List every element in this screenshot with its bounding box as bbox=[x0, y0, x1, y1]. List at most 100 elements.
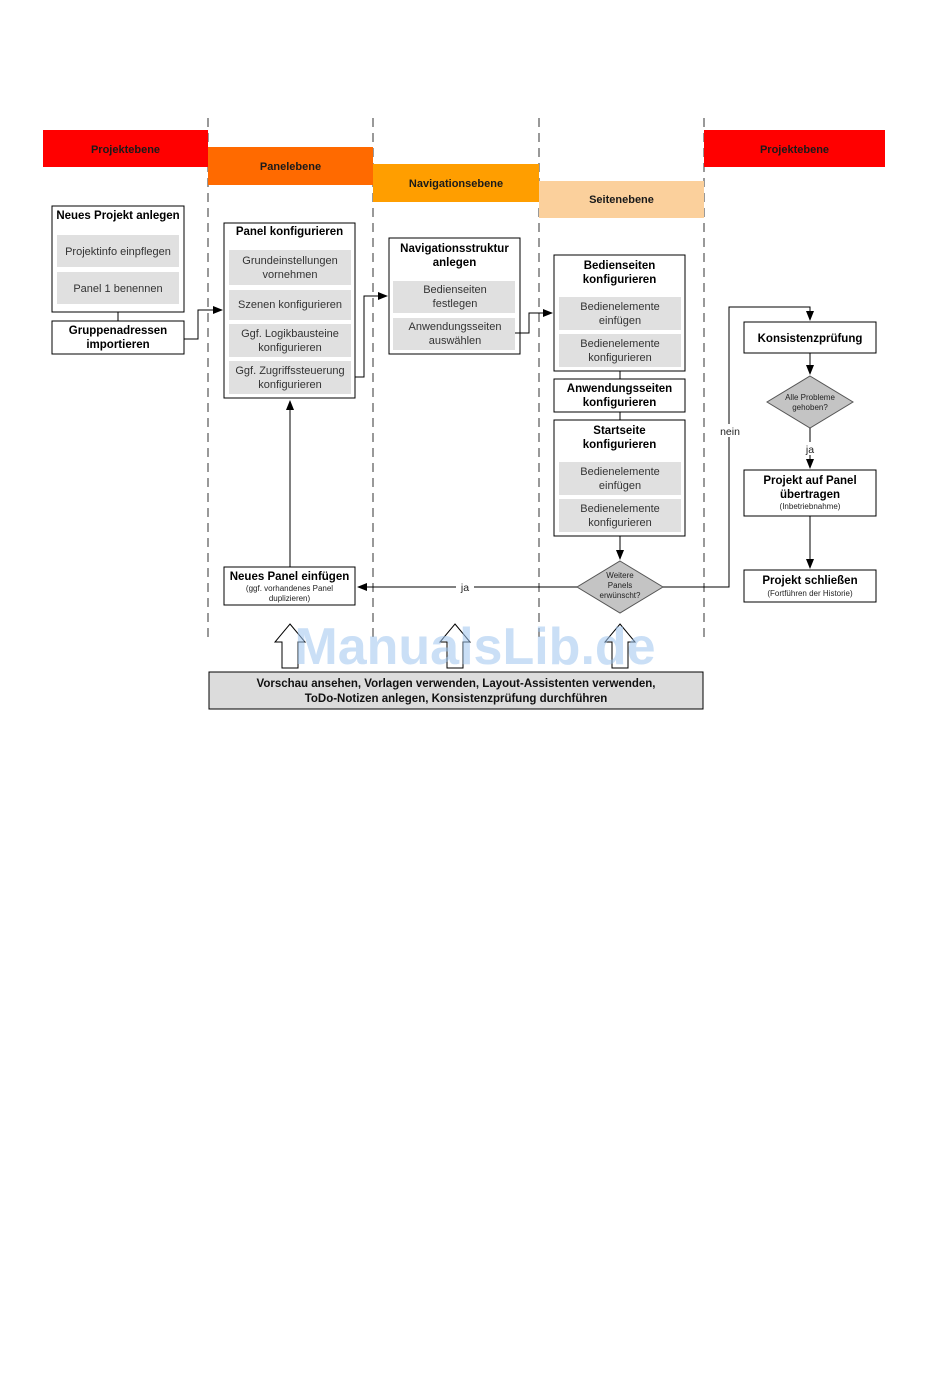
subtask-box bbox=[229, 324, 351, 357]
subtask-label: Grundeinstellungen bbox=[242, 255, 337, 267]
box-note: duplizieren) bbox=[269, 594, 311, 603]
subtask-label: auswählen bbox=[429, 335, 482, 347]
subtask-label: Projektinfo einpflegen bbox=[65, 246, 171, 258]
box-title-line: Anwendungsseiten bbox=[567, 383, 672, 395]
box-title-line: Bedienseiten bbox=[584, 260, 656, 272]
lane-header-label: Navigationsebene bbox=[409, 178, 503, 190]
subtask-label: Bedienseiten bbox=[423, 284, 487, 296]
bottom-bar-line: ToDo-Notizen anlegen, Konsistenzprüfung … bbox=[305, 693, 608, 705]
box-navigationsstruktur: Navigationsstruktur anlegen Bedienseiten… bbox=[388, 237, 521, 355]
up-arrow-icon bbox=[438, 623, 472, 669]
box-title: Neues Projekt anlegen bbox=[56, 210, 179, 222]
decision-label: Alle Probleme bbox=[785, 393, 835, 402]
connector-arrow bbox=[184, 306, 223, 340]
lane-header-bar bbox=[704, 130, 885, 167]
lane-header-panel: Panelebene bbox=[208, 147, 373, 185]
box-title: Neues Panel einfügen bbox=[230, 571, 350, 583]
subtask-box bbox=[559, 462, 681, 495]
box-title-line: konfigurieren bbox=[583, 397, 656, 409]
connector-arrow bbox=[355, 292, 388, 378]
box-title-line: Startseite bbox=[593, 425, 645, 437]
subtask-box bbox=[393, 318, 515, 350]
lane-header-label: Seitenebene bbox=[589, 194, 654, 206]
subtask-label: Anwendungsseiten bbox=[409, 321, 502, 333]
subtask-box bbox=[229, 290, 351, 320]
subtask-label: einfügen bbox=[599, 480, 641, 492]
decision-alle-probleme: Alle Probleme gehoben? bbox=[766, 375, 854, 429]
lane-header-bar bbox=[208, 147, 373, 185]
lane-header-label: Projektebene bbox=[91, 144, 160, 156]
edge-label-nein: nein bbox=[720, 426, 740, 438]
subtask-label: konfigurieren bbox=[258, 379, 322, 391]
subtask-box bbox=[57, 272, 179, 304]
subtask-label: konfigurieren bbox=[588, 517, 652, 529]
box-title-line: Gruppenadressen bbox=[69, 325, 167, 337]
box-neues-panel: Neues Panel einfügen (ggf. vorhandenes P… bbox=[223, 566, 356, 606]
decision-label: erwünscht? bbox=[600, 591, 641, 600]
decision-label: Panels bbox=[608, 581, 632, 590]
lane-dividers bbox=[207, 118, 705, 638]
bottom-bar: Vorschau ansehen, Vorlagen verwenden, La… bbox=[208, 671, 704, 710]
lane-header-label: Panelebene bbox=[260, 161, 321, 173]
decision-label: Weitere bbox=[606, 571, 634, 580]
box-title-line: importieren bbox=[86, 339, 149, 351]
connector-arrow bbox=[663, 306, 814, 588]
box-title: Konsistenzprüfung bbox=[758, 333, 863, 345]
subtask-box bbox=[57, 235, 179, 267]
edge-label-ja: ja bbox=[460, 582, 469, 594]
box-projekt-schliessen: Projekt schließen (Fortführen der Histor… bbox=[743, 569, 877, 603]
subtask-box bbox=[393, 281, 515, 313]
subtask-label: Ggf. Zugriffssteuerung bbox=[235, 365, 344, 377]
lane-header-projekt-right: Projektebene bbox=[704, 130, 885, 167]
subtask-box bbox=[559, 334, 681, 367]
box-note: (ggf. vorhandenes Panel bbox=[246, 584, 333, 593]
lane-header-projekt-left: Projektebene bbox=[43, 130, 208, 167]
subtask-label: Ggf. Logikbausteine bbox=[241, 328, 339, 340]
subtask-box bbox=[559, 297, 681, 330]
bottom-up-arrows bbox=[273, 623, 637, 669]
box-neues-projekt: Neues Projekt anlegen Projektinfo einpfl… bbox=[51, 205, 185, 313]
box-title-line: anlegen bbox=[433, 257, 476, 269]
subtask-label: Szenen konfigurieren bbox=[238, 299, 342, 311]
box-note: (Fortführen der Historie) bbox=[767, 589, 853, 598]
box-bedienseiten: Bedienseiten konfigurieren Bedienelement… bbox=[553, 254, 686, 372]
subtask-label: einfügen bbox=[599, 315, 641, 327]
watermark-text: ManualsLib.de bbox=[294, 618, 655, 676]
subtask-label: Bedienelemente bbox=[580, 503, 660, 515]
box-gruppenadressen: Gruppenadressen importieren bbox=[51, 312, 185, 355]
edge-label-ja-down: ja bbox=[805, 444, 814, 456]
decision-weitere-panels: Weitere Panels erwünscht? bbox=[576, 560, 664, 614]
up-arrow-icon bbox=[603, 623, 637, 669]
box-title-line: konfigurieren bbox=[583, 439, 656, 451]
subtask-label: Bedienelemente bbox=[580, 338, 660, 350]
subtask-label: konfigurieren bbox=[588, 352, 652, 364]
box-title: Panel konfigurieren bbox=[236, 226, 343, 238]
box-title: Projekt schließen bbox=[762, 575, 857, 587]
subtask-box bbox=[229, 361, 351, 394]
box-anwendungsseiten: Anwendungsseiten konfigurieren bbox=[553, 371, 686, 413]
lane-header-label: Projektebene bbox=[760, 144, 829, 156]
box-startseite: Startseite konfigurieren Bedienelemente … bbox=[553, 412, 686, 537]
bottom-bar-line: Vorschau ansehen, Vorlagen verwenden, La… bbox=[257, 678, 656, 690]
up-arrow-icon bbox=[273, 623, 307, 669]
lane-header-navigation: Navigationsebene bbox=[373, 164, 539, 202]
subtask-box bbox=[559, 499, 681, 532]
box-note: (Inbetriebnahme) bbox=[780, 502, 841, 511]
box-title-line: übertragen bbox=[780, 489, 840, 501]
subtask-label: festlegen bbox=[433, 298, 478, 310]
lane-header-seiten: Seitenebene bbox=[539, 181, 704, 218]
subtask-label: Panel 1 benennen bbox=[73, 283, 162, 295]
connector-arrow bbox=[515, 309, 553, 334]
box-title-line: konfigurieren bbox=[583, 274, 656, 286]
box-panel-konfigurieren: Panel konfigurieren Grundeinstellungen v… bbox=[223, 222, 356, 399]
subtask-label: vornehmen bbox=[262, 269, 317, 281]
connectors bbox=[184, 292, 814, 591]
lane-header-bar bbox=[43, 130, 208, 167]
subtask-label: Bedienelemente bbox=[580, 466, 660, 478]
lane-header-bar bbox=[373, 164, 539, 202]
box-projekt-uebertragen: Projekt auf Panel übertragen (Inbetriebn… bbox=[743, 469, 877, 517]
subtask-label: konfigurieren bbox=[258, 342, 322, 354]
subtask-box bbox=[229, 250, 351, 285]
box-title-line: Navigationsstruktur bbox=[400, 243, 509, 255]
